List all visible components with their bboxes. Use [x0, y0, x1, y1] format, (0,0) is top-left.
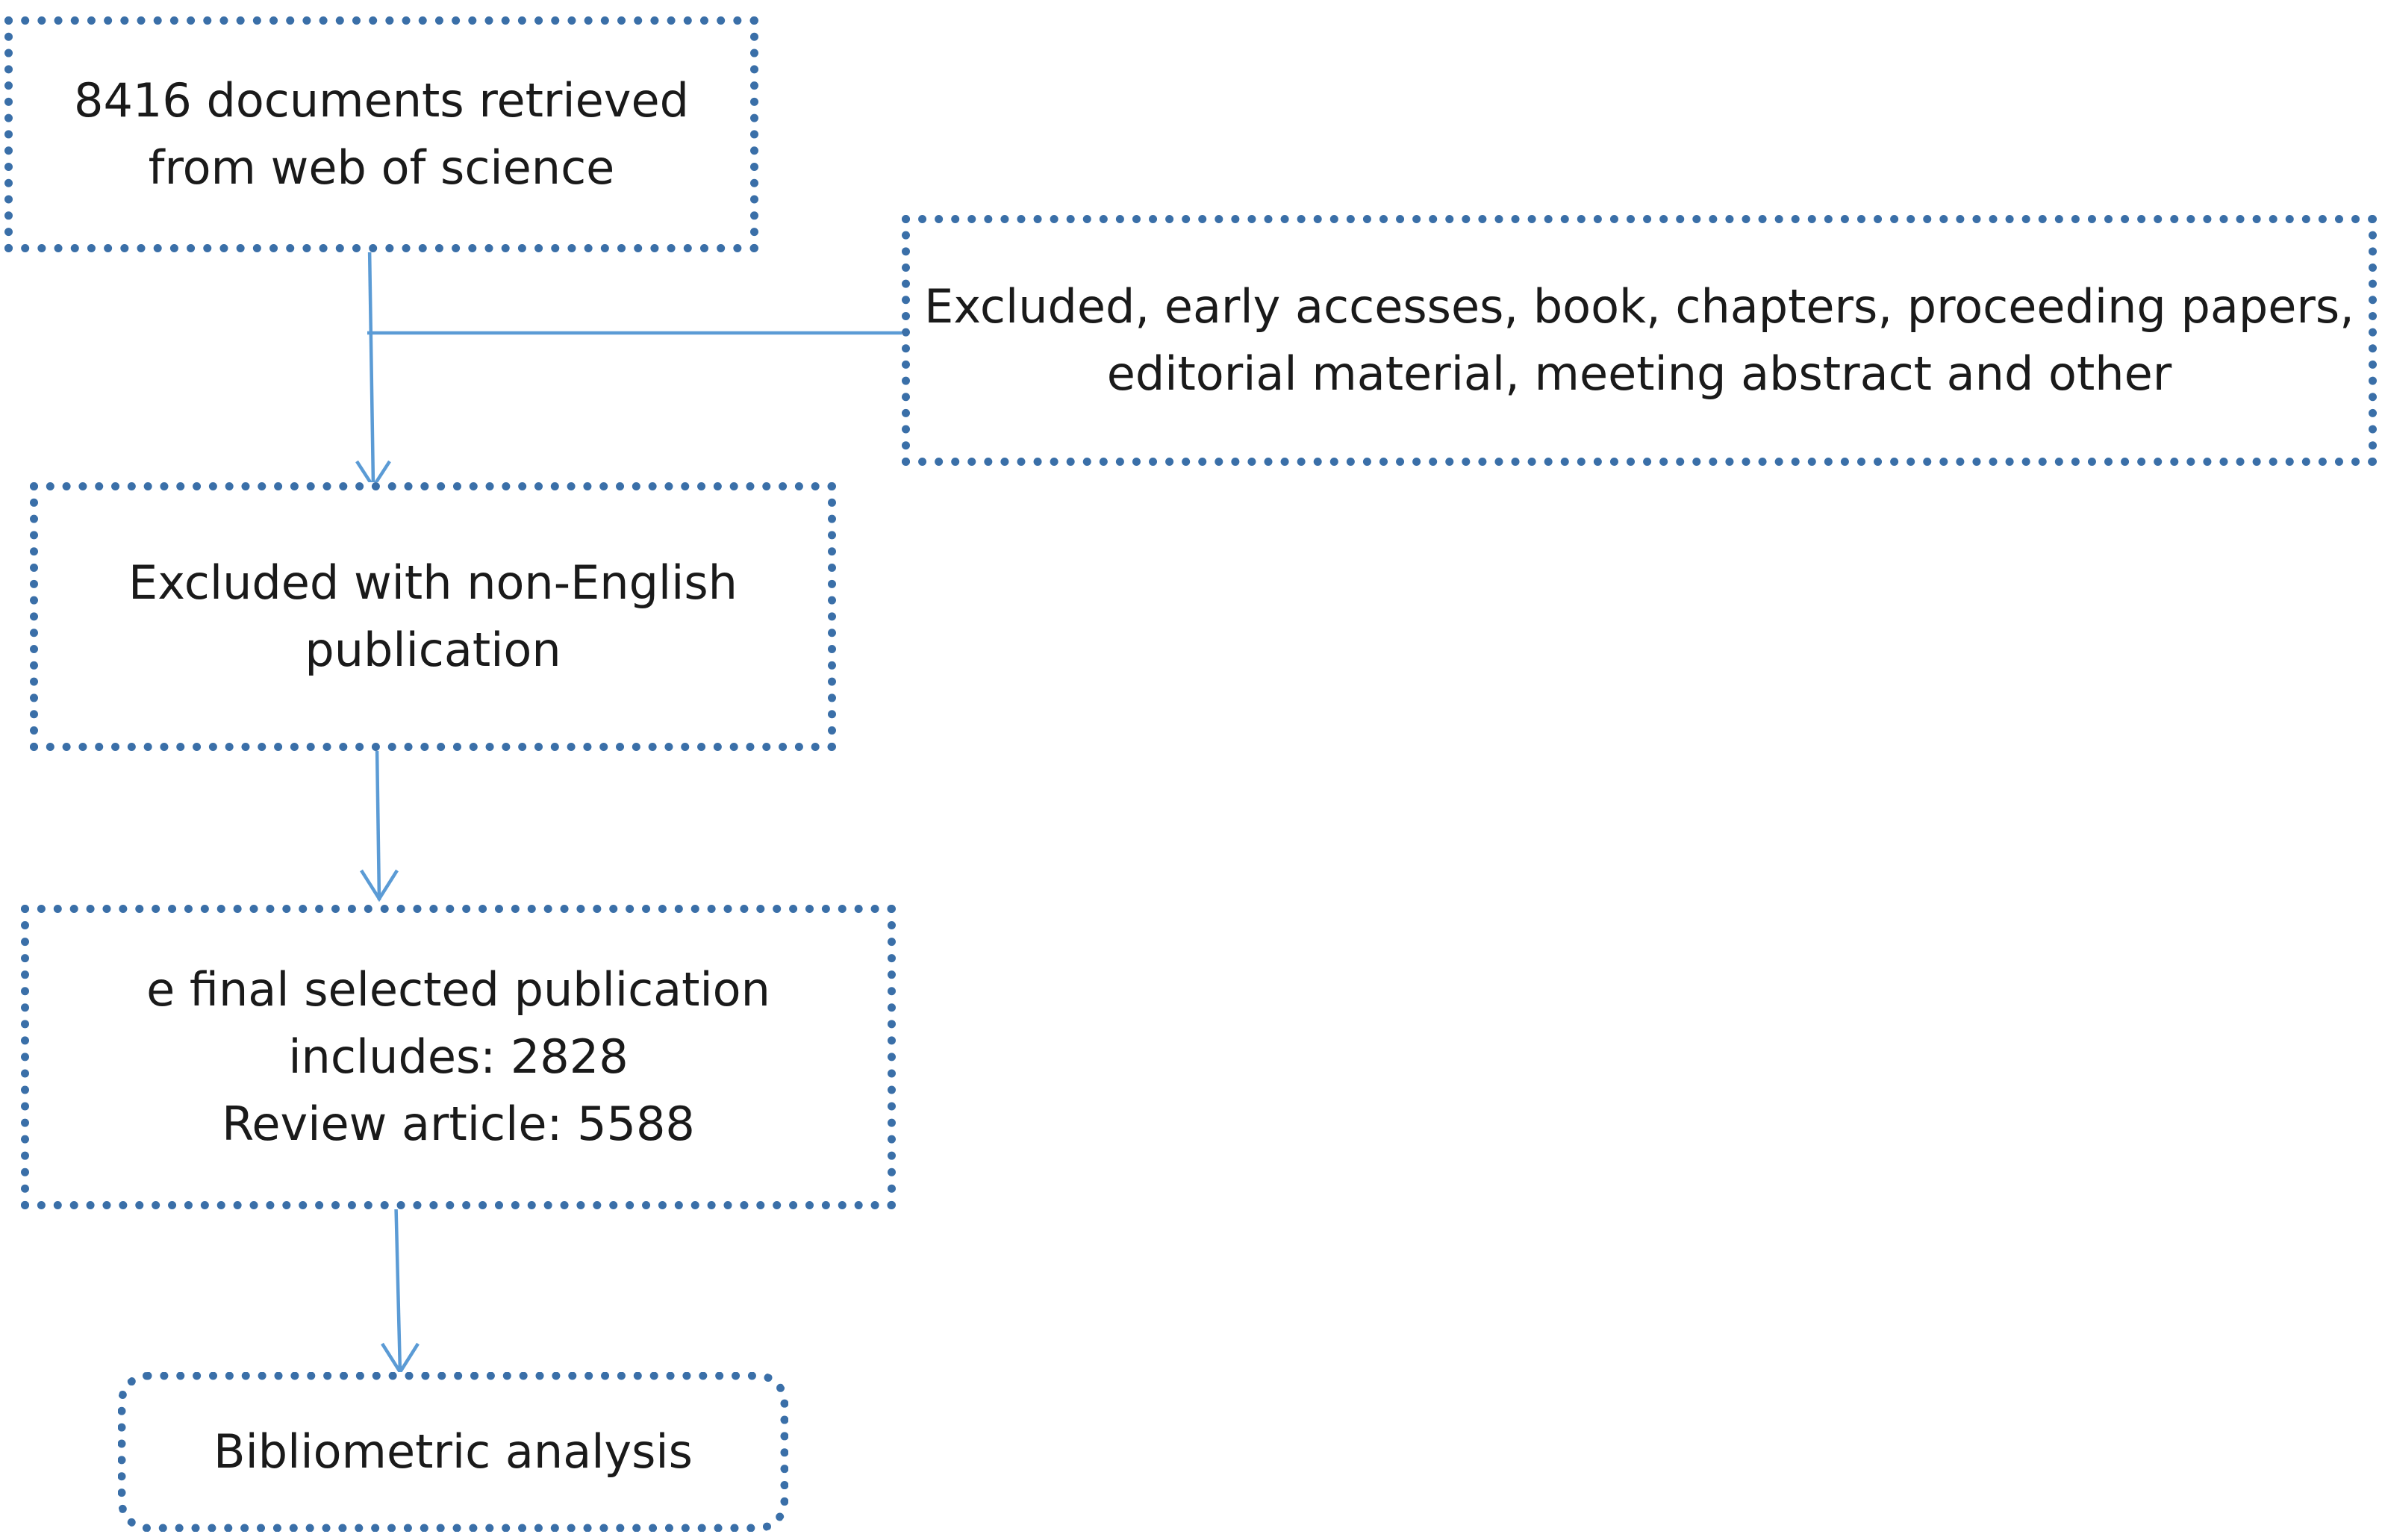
- node-documents-retrieved: 8416 documents retrieved from web of sci…: [4, 16, 758, 252]
- connector-nonenglish-to-final: [375, 746, 381, 901]
- arrowhead-final: [360, 869, 399, 903]
- node-excluded-document-types: Excluded, early accesses, book, chapters…: [902, 215, 2377, 466]
- connector-final-to-bibliometric: [393, 1191, 402, 1374]
- node-final-selected: e final selected publication includes: 2…: [21, 905, 896, 1209]
- node-label: Excluded, early accesses, book, chapters…: [924, 279, 2354, 401]
- node-bibliometric-analysis: Bibliometric analysis: [118, 1372, 788, 1532]
- node-excluded-non-english: Excluded with non-English publication: [30, 482, 836, 751]
- node-label: Excluded with non-English publication: [128, 555, 738, 677]
- node-label: 8416 documents retrieved from web of sci…: [74, 73, 689, 195]
- node-label: Bibliometric analysis: [213, 1424, 693, 1479]
- node-label: e final selected publication includes: 2…: [146, 962, 770, 1151]
- connector-retrieved-to-nonenglish: [367, 246, 375, 486]
